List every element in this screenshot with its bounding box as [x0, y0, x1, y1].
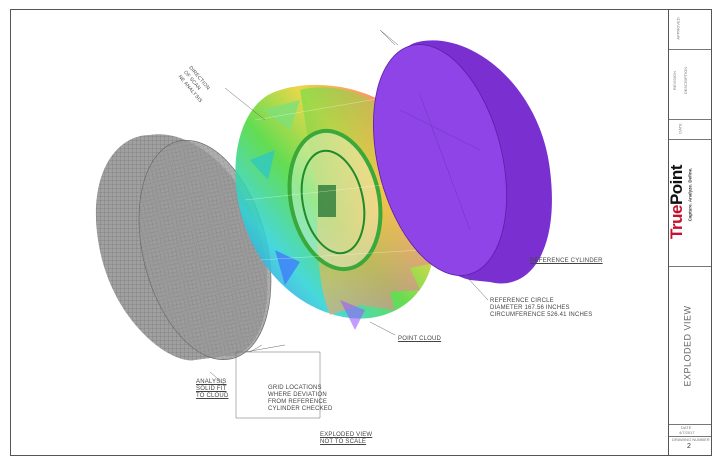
grid-line-1: GRID LOCATIONS [268, 385, 322, 391]
analysis-line-3: TO CLOUD [196, 393, 229, 399]
reference-cylinder-graphic [373, 40, 552, 284]
grid-line-2: WHERE DEVIATION [268, 392, 327, 398]
reference-circle-circumference: CIRCUMFERENCE 526.41 INCHES [490, 312, 593, 318]
date-value-cell: DATE 4/7/2017 [669, 425, 711, 437]
date-value: 4/7/2017 [679, 430, 695, 435]
analysis-solid-note: ANALYSIS SOLID FIT TO CLOUD [196, 379, 229, 400]
logo-true: True [666, 205, 686, 239]
grid-locations-note: GRID LOCATIONS WHERE DEVIATION FROM REFE… [268, 385, 333, 413]
drawing-sheet-border [10, 9, 712, 456]
drawing-number-cell: DRAWING NUMBER 2 [669, 437, 711, 455]
truepoint-logo: TruePoint [667, 165, 687, 239]
analysis-line-2: SOLID FIT [196, 386, 227, 392]
view-title: EXPLODED VIEW [682, 305, 693, 387]
date-small-label: DATE [681, 425, 692, 430]
revision-cell: REVISION DESCRIPTION [669, 50, 711, 120]
point-cloud-label: POINT CLOUD [398, 336, 442, 342]
exploded-view-line: EXPLODED VIEW [320, 432, 373, 438]
logo-cell: TruePoint Capture. Analyze. Define. [667, 140, 711, 267]
logo-tagline: Capture. Analyze. Define. [687, 167, 693, 222]
exploded-view-scale-note: EXPLODED VIEW NOT TO SCALE [320, 432, 372, 446]
approved-cell: APPROVED [669, 10, 711, 50]
title-block: APPROVED REVISION DESCRIPTION DATE TrueP… [667, 10, 711, 455]
analysis-line-1: ANALYSIS [196, 379, 227, 385]
revision-label: REVISION [672, 70, 678, 91]
reference-circle-diameter: DIAMETER 167.56 INCHES [490, 305, 570, 311]
not-to-scale-line: NOT TO SCALE [320, 439, 367, 445]
logo-point: Point [666, 165, 686, 206]
drawing-number-label: DRAWING NUMBER [672, 437, 710, 442]
description-label: DESCRIPTION [683, 66, 689, 95]
reference-circle-title: REFERENCE CIRCLE [490, 298, 554, 304]
grid-line-4: CYLINDER CHECKED [268, 406, 333, 412]
reference-cylinder-label: REFERENCE CYLINDER [530, 258, 603, 264]
reference-circle-note: REFERENCE CIRCLE DIAMETER 167.56 INCHES … [490, 298, 592, 319]
sheet-number: 2 [687, 443, 691, 450]
view-title-cell: EXPLODED VIEW [669, 267, 711, 425]
leader-lines [209, 29, 489, 419]
date-label: DATE [677, 123, 683, 134]
grid-line-3: FROM REFERENCE [268, 399, 328, 405]
date-cell: DATE [669, 120, 711, 140]
approved-label: APPROVED [675, 17, 681, 40]
